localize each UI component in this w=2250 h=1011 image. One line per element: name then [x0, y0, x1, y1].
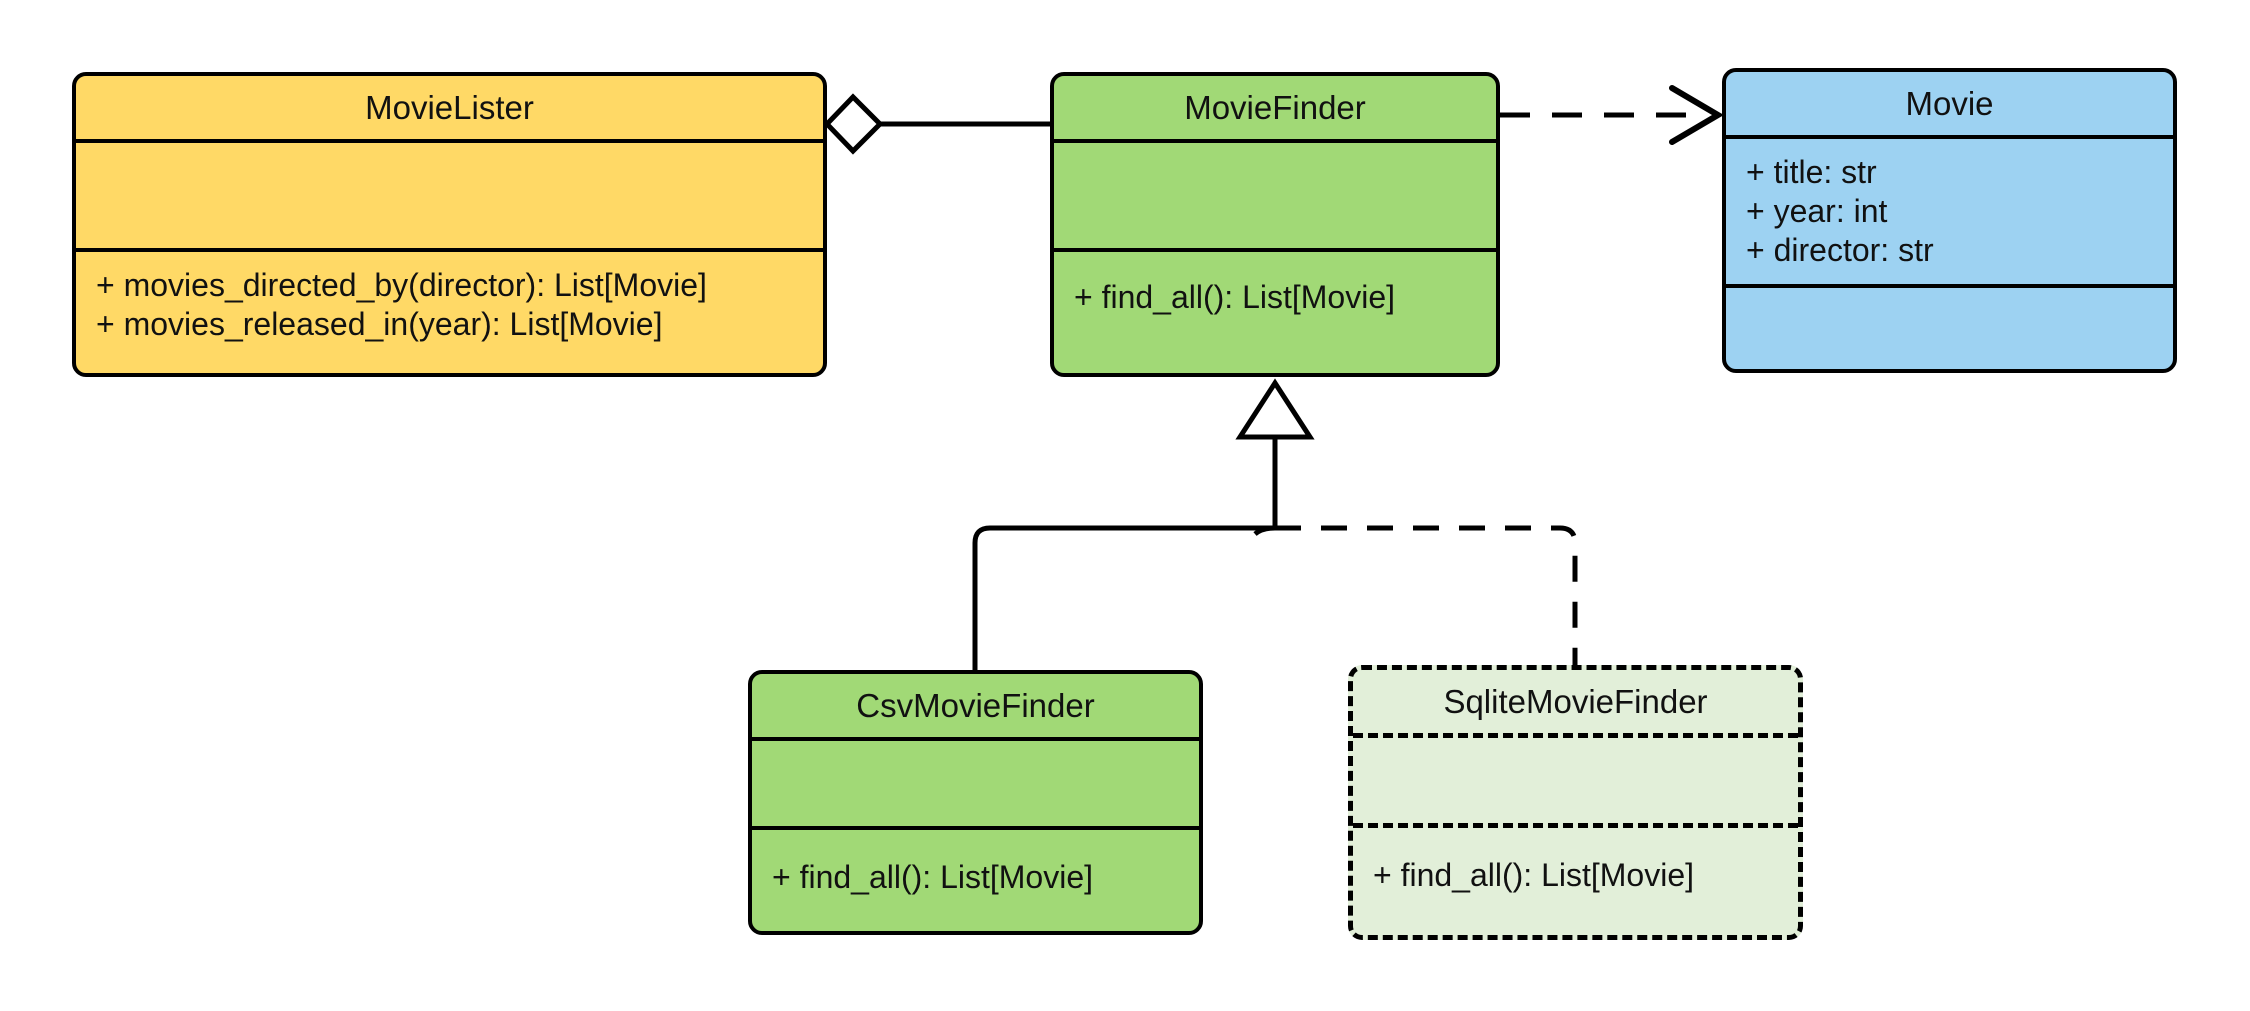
generalization-csv-finder[interactable] — [972, 525, 1276, 670]
attribute-item: + year: int — [1746, 193, 1888, 230]
hollow-diamond-icon — [823, 93, 884, 155]
compartment-divider — [752, 826, 1199, 830]
compartment-divider — [752, 737, 1199, 741]
open-arrow-icon — [1669, 85, 1724, 145]
method-item: + find_all(): List[Movie] — [1373, 857, 1695, 893]
compartment-divider — [1353, 733, 1798, 738]
compartment-divider — [76, 248, 823, 252]
method-item: + find_all(): List[Movie] — [1074, 279, 1396, 315]
generalization-sqlite-finder[interactable] — [1275, 525, 1578, 665]
class-name-movie-finder: MovieFinder — [1184, 89, 1366, 126]
compartment-divider — [1054, 139, 1496, 143]
attribute-item: + director: str — [1746, 232, 1934, 269]
class-name-movie: Movie — [1905, 85, 1994, 122]
attributes-compartment-movie-lister — [76, 143, 823, 248]
dependency-finder-movie[interactable] — [1500, 85, 1724, 145]
attributes-compartment-movie: + title: str + year: int + director: str — [1726, 139, 2173, 284]
methods-compartment-sqlite-movie-finder: + find_all(): List[Movie] — [1353, 828, 1798, 895]
compartment-divider — [1054, 248, 1496, 252]
aggregation-lister-finder[interactable] — [823, 93, 1050, 155]
method-item: + find_all(): List[Movie] — [772, 859, 1094, 895]
class-box-movie-finder[interactable]: MovieFinder + find_all(): List[Movie] — [1050, 72, 1500, 377]
class-box-movie-lister[interactable]: MovieLister + movies_directed_by(directo… — [72, 72, 827, 377]
method-item: + movies_directed_by(director): List[Mov… — [96, 267, 707, 303]
class-name-sqlite-movie-finder: SqliteMovieFinder — [1443, 683, 1708, 720]
compartment-divider — [1353, 823, 1798, 828]
class-box-csv-movie-finder[interactable]: CsvMovieFinder + find_all(): List[Movie] — [748, 670, 1203, 935]
compartment-divider — [1726, 135, 2173, 139]
class-box-sqlite-movie-finder[interactable]: SqliteMovieFinder + find_all(): List[Mov… — [1348, 665, 1803, 940]
method-item: + movies_released_in(year): List[Movie] — [96, 306, 663, 343]
class-name-csv-movie-finder: CsvMovieFinder — [856, 687, 1095, 724]
methods-compartment-movie-finder: + find_all(): List[Movie] — [1054, 252, 1496, 317]
class-name-movie-lister: MovieLister — [365, 89, 534, 126]
attribute-item: + title: str — [1746, 154, 1877, 190]
attributes-compartment-movie-finder — [1054, 143, 1496, 248]
methods-compartment-movie-lister: + movies_directed_by(director): List[Mov… — [76, 252, 823, 344]
hollow-triangle-icon — [1235, 378, 1315, 440]
generalization-trunk — [1235, 378, 1315, 528]
methods-compartment-csv-movie-finder: + find_all(): List[Movie] — [752, 830, 1199, 897]
attributes-compartment-sqlite-movie-finder — [1353, 738, 1798, 823]
class-box-movie[interactable]: Movie + title: str + year: int + directo… — [1722, 68, 2177, 373]
compartment-divider — [1726, 284, 2173, 288]
attributes-compartment-csv-movie-finder — [752, 741, 1199, 826]
compartment-divider — [76, 139, 823, 143]
